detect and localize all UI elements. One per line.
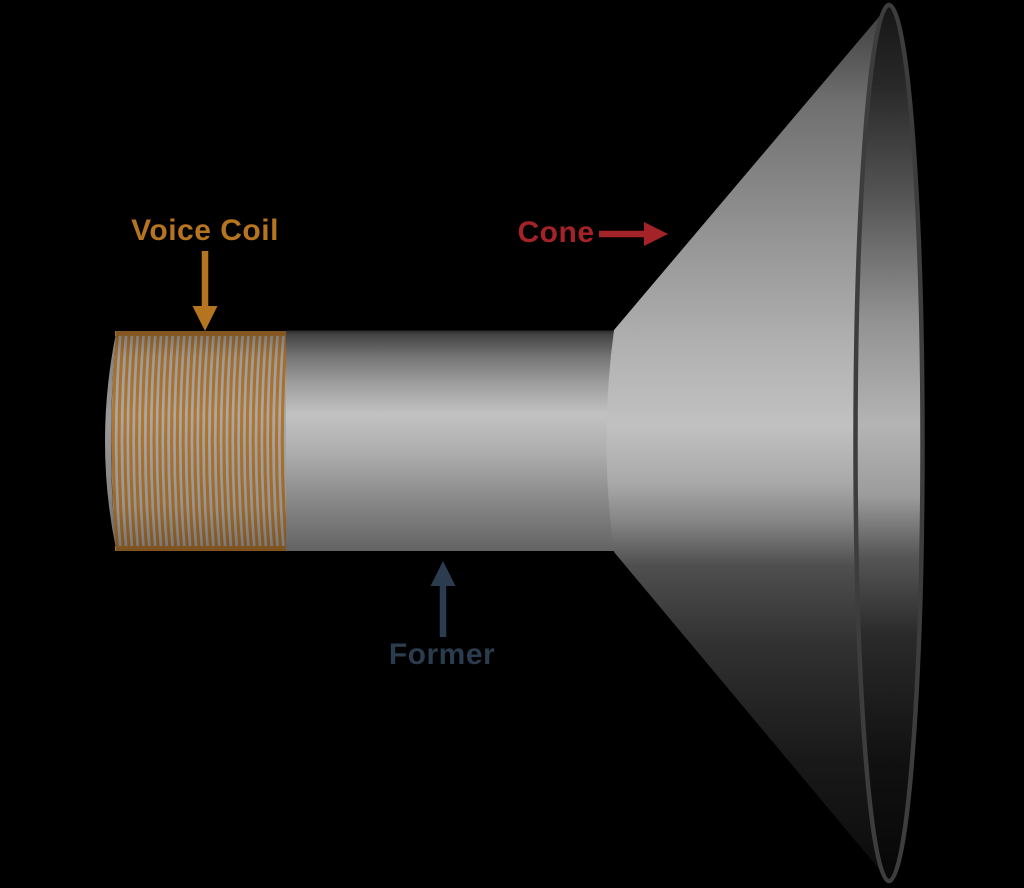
voice-coil-arrow — [192, 251, 218, 331]
cone-arrow — [599, 222, 668, 246]
cone-arrow-head — [644, 222, 668, 246]
voice-coil-shading — [111, 331, 288, 551]
former-end-cap — [105, 333, 116, 549]
cone-body — [606, 5, 889, 881]
voice-coil-label: Voice Coil — [131, 214, 279, 247]
voice-coil-part — [111, 331, 289, 551]
former-label: Former — [388, 638, 496, 671]
former-arrow-head — [430, 561, 456, 586]
voice-coil-arrow-head — [192, 306, 218, 331]
cone-mouth — [853, 2, 925, 884]
former-tube — [286, 330, 620, 551]
cone-label: Cone — [517, 216, 595, 249]
former-arrow — [430, 561, 456, 637]
